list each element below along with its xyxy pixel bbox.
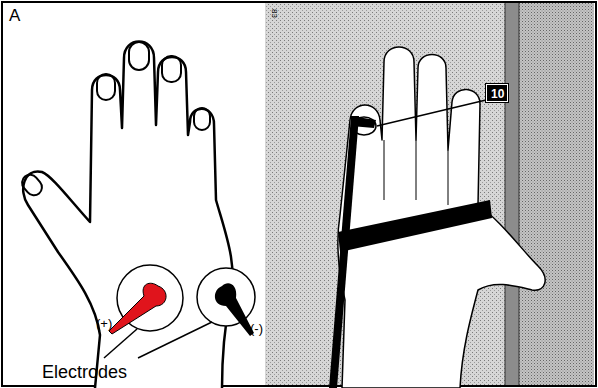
- palm-strap: [338, 200, 492, 252]
- left-hand: [23, 42, 232, 388]
- leader-line: [104, 329, 137, 358]
- vertical-strap: [329, 116, 359, 388]
- finger-creases: [384, 140, 448, 205]
- part-label: Electrodes: [42, 363, 127, 381]
- table-side: [519, 3, 594, 385]
- callout-text: 10: [491, 88, 503, 100]
- leader-line: [377, 100, 486, 126]
- polarity-label: (+): [96, 317, 112, 330]
- panel-letter: A: [9, 7, 20, 24]
- polarity-label: (-): [250, 322, 263, 335]
- table-edge: [505, 3, 519, 385]
- right-hand: [338, 47, 545, 388]
- callout-number: 10: [486, 84, 508, 102]
- fingernails: [19, 42, 210, 199]
- red-lead: [109, 283, 166, 334]
- leader-line: [138, 322, 212, 358]
- figure-code: 83: [270, 9, 278, 18]
- black-lead: [215, 283, 254, 336]
